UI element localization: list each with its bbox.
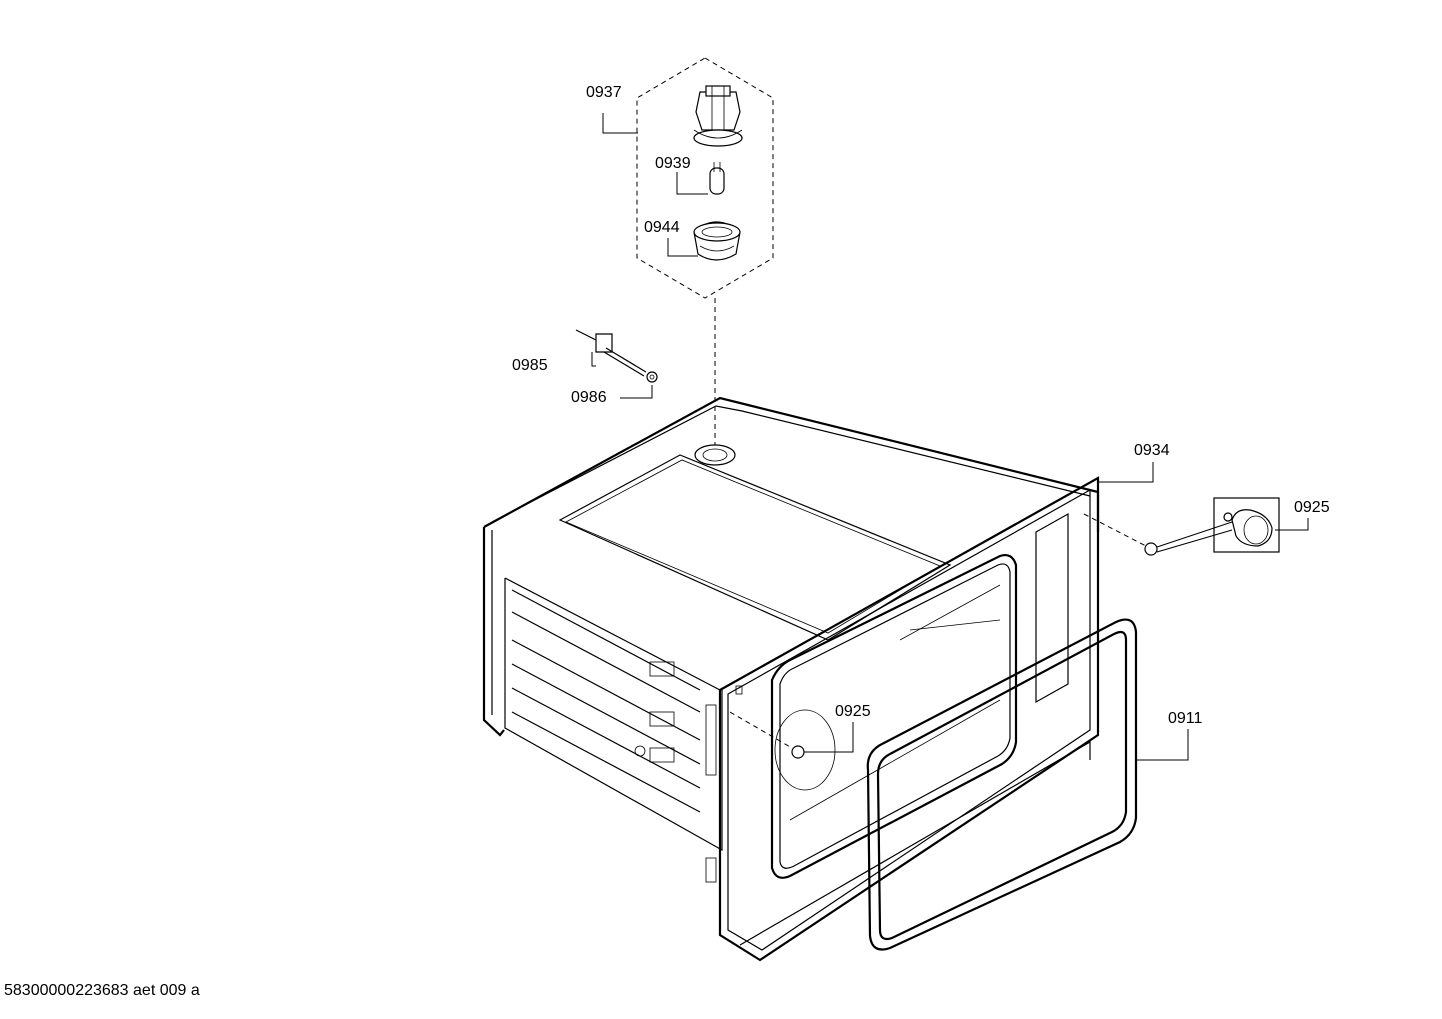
label-rear-panel: 0934 <box>1134 442 1170 459</box>
oven-cavity <box>482 396 1100 962</box>
lamp-group-outline <box>636 57 774 299</box>
knob-lower-part <box>729 711 805 759</box>
label-lamp-bulb: 0939 <box>655 155 691 172</box>
label-temperature-sensor: 0985 <box>512 357 548 374</box>
label-knob-lower: 0925 <box>835 703 871 720</box>
lamp-bulb-part <box>709 162 725 195</box>
label-door-seal: 0911 <box>1168 710 1203 727</box>
label-lamp-cover: 0944 <box>644 219 680 236</box>
temperature-sensor-part <box>575 329 647 377</box>
label-lamp-holder: 0937 <box>586 84 622 101</box>
leader-lines <box>591 113 1309 761</box>
knob-upper-part <box>1083 497 1280 556</box>
door-seal-part <box>866 618 1138 951</box>
sensor-nut-part <box>646 371 658 383</box>
label-sensor-nut: 0986 <box>571 389 607 406</box>
drawing-code: 58300000223683 aet 009 a <box>4 982 200 999</box>
lamp-holder-part <box>693 85 743 147</box>
lamp-cover-part <box>693 221 741 261</box>
label-knob-upper: 0925 <box>1294 499 1330 516</box>
